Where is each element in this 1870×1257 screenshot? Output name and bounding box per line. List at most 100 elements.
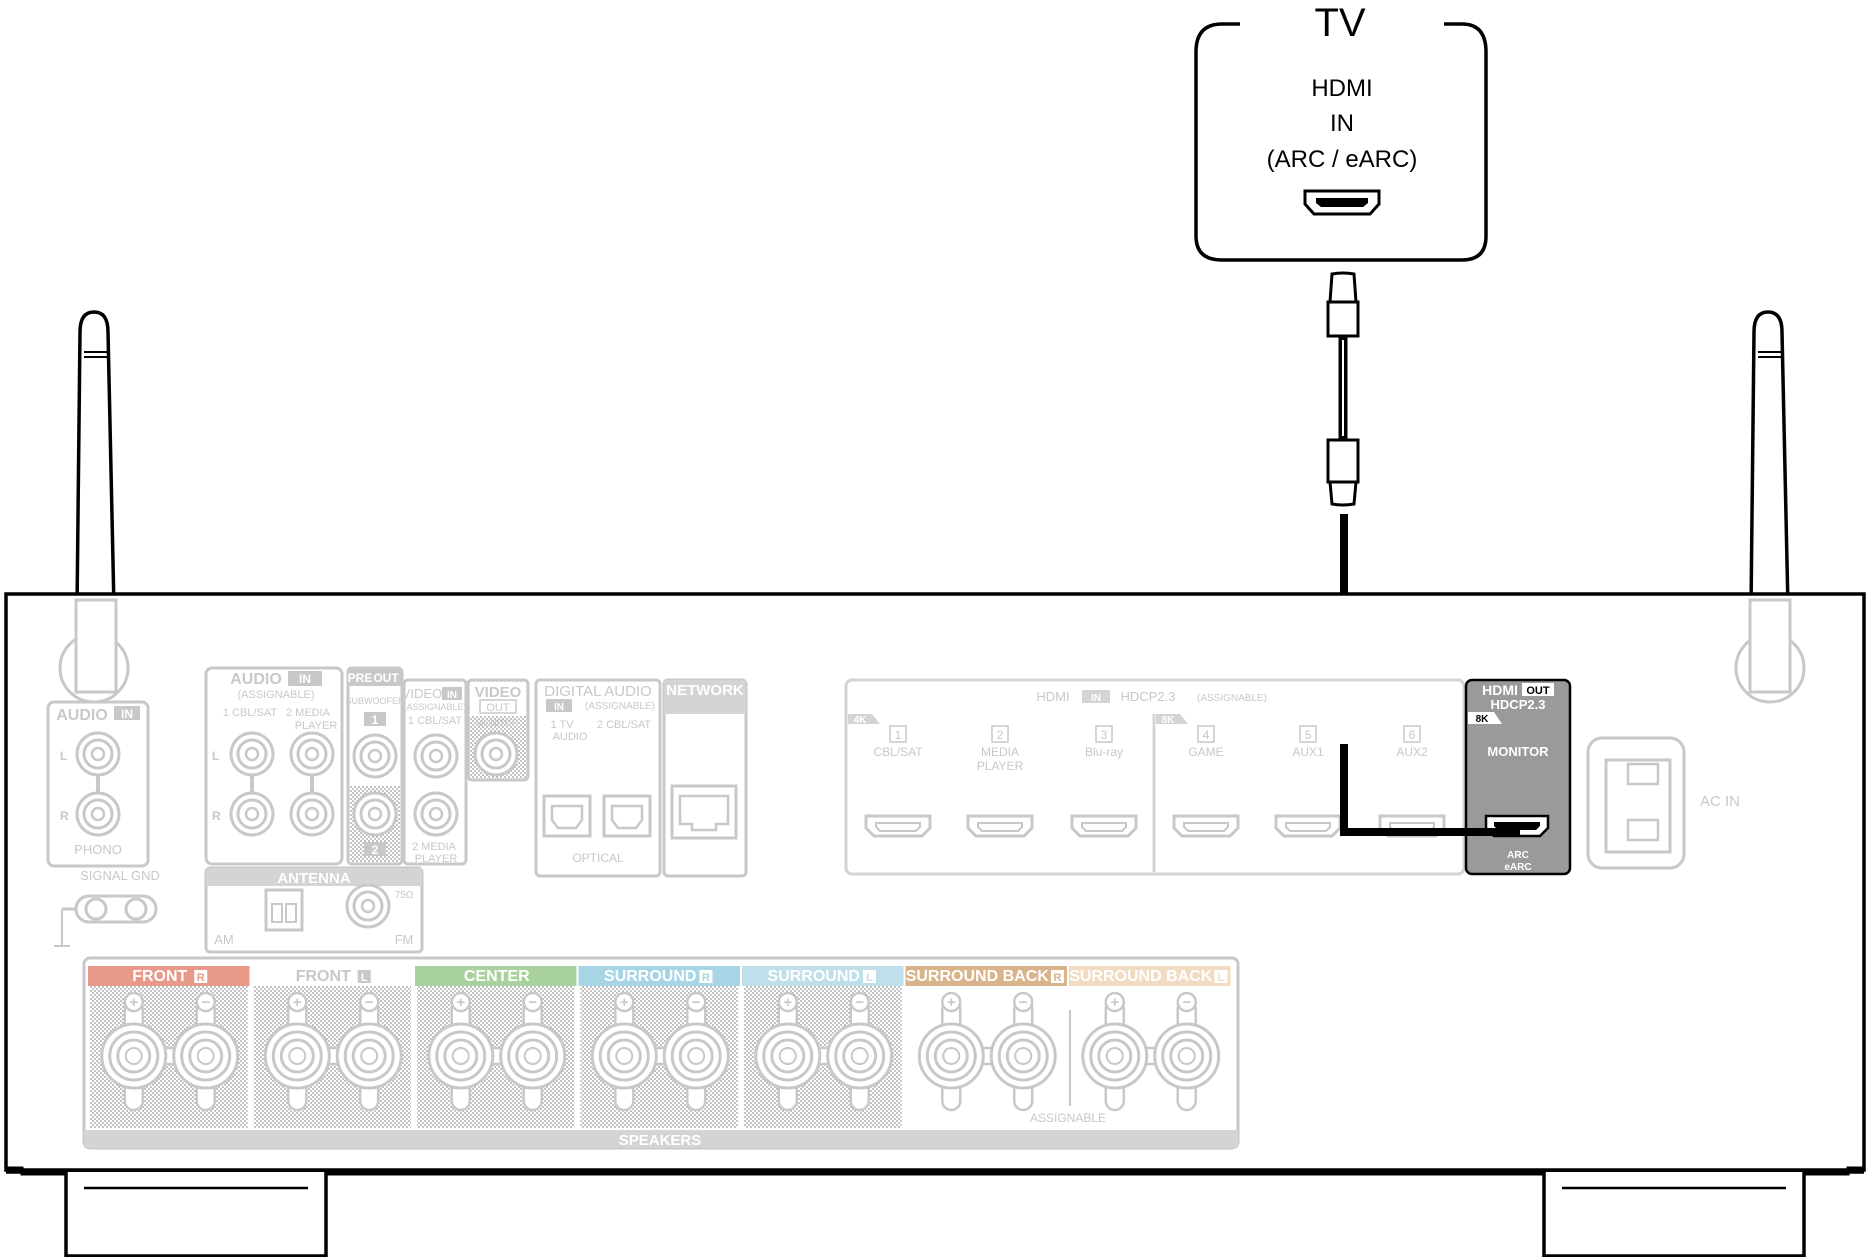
speaker-side-box	[1050, 970, 1064, 983]
digital-audio-title: DIGITAL AUDIO	[544, 683, 652, 700]
speaker-side-label: R	[1053, 972, 1061, 984]
plus-symbol: +	[620, 994, 629, 1011]
pre-out-subwoofer-block: PRE OUT SUBWOOFER 1 2	[345, 666, 405, 866]
optical-label: OPTICAL	[572, 851, 624, 865]
hdmi-in-port-5-num: 5	[1305, 728, 1312, 742]
video-in-bottom-1: 2 MEDIA	[412, 841, 457, 853]
speaker-header-bar	[415, 966, 577, 986]
hdmi-in-port-3-label: Blu-ray	[1085, 745, 1123, 759]
digital-audio-col1-a: 1 TV	[550, 719, 574, 731]
positive-terminal: +	[100, 991, 168, 1112]
network-title: NETWORK	[666, 682, 744, 699]
hdmi-in-port-6-label: AUX2	[1396, 745, 1428, 759]
speaker-side-label: R	[197, 972, 205, 984]
digital-audio-col1-b: AUDIO	[553, 731, 588, 743]
phono-label: PHONO	[74, 842, 122, 857]
optical-port-2	[602, 794, 652, 838]
plus-symbol: +	[783, 994, 792, 1011]
video-in-title: VIDEO	[402, 686, 442, 701]
negative-terminal: −	[499, 991, 567, 1112]
am-terminal	[264, 888, 304, 932]
video-in-col1: 1 CBL/SAT	[408, 715, 462, 727]
audio-in-title: AUDIO	[230, 671, 282, 688]
tv-arc-label: (ARC / eARC)	[1267, 146, 1418, 173]
tv-hdmi-label: HDMI	[1311, 75, 1372, 102]
video-out-title: VIDEO	[475, 684, 522, 701]
phono-in-tag: IN	[121, 707, 133, 721]
speaker-header-bar	[251, 966, 413, 986]
hdmi-in-port-5: 5 AUX1	[1274, 725, 1342, 838]
video-in-block: VIDEO IN (ASSIGNABLE) 1 CBL/SAT 2 MEDIA …	[402, 678, 468, 866]
plus-symbol: +	[947, 994, 956, 1011]
hdmi-out-title: HDMI	[1482, 682, 1518, 698]
negative-terminal: −	[335, 991, 403, 1112]
speaker-header-bar	[88, 966, 250, 986]
minus-symbol: −	[692, 994, 701, 1011]
tv-title: TV	[1314, 1, 1365, 45]
pre-out-tag: OUT	[373, 671, 399, 685]
hdmi-4k-tag: 4K	[854, 715, 868, 726]
right-antenna-base	[1734, 598, 1806, 704]
video-in-tag: IN	[447, 690, 457, 701]
speaker-side-label: L	[866, 972, 873, 984]
hdmi-in-port-2-label-2: PLAYER	[977, 759, 1024, 773]
speaker-side-label: R	[702, 972, 710, 984]
speaker-side-label: L	[1218, 972, 1225, 984]
speaker-group-label: SURROUND	[768, 968, 860, 985]
optical-port-1	[542, 794, 592, 838]
speaker-group-surround-l: SURROUND L + −	[739, 966, 904, 1128]
minus-symbol: −	[201, 994, 210, 1011]
tv-hdmi-port-icon	[1303, 189, 1381, 216]
phono-left-label: L	[60, 749, 67, 763]
audio-in-col1-label: 1 CBL/SAT	[223, 707, 277, 719]
hdmi-out-earc-label: eARC	[1504, 862, 1531, 873]
hdmi-in-port-2: 2 MEDIA PLAYER	[966, 725, 1034, 838]
tv-in-label: IN	[1330, 110, 1354, 137]
speaker-header-bar	[905, 966, 1067, 986]
hdmi-8k-tag: 8K	[1162, 715, 1176, 726]
video-out-monitor: MONITOR	[476, 718, 519, 728]
positive-terminal: +	[917, 991, 985, 1112]
signal-gnd-label: SIGNAL GND	[80, 868, 160, 883]
positive-terminal: +	[427, 991, 495, 1112]
video-in-bottom-2: PLAYER	[415, 853, 458, 865]
digital-audio-assignable: (ASSIGNABLE)	[585, 701, 655, 712]
speaker-group-label: FRONT	[296, 968, 351, 985]
hdmi-in-block: HDMI IN HDCP2.3 (ASSIGNABLE) 4K 8K 1 CBL…	[844, 678, 1466, 876]
negative-terminal: −	[172, 991, 240, 1112]
hdmi-in-title: HDMI	[1036, 689, 1069, 704]
speaker-side-box	[194, 970, 208, 983]
audio-in-assignable-block: AUDIO IN (ASSIGNABLE) 1 CBL/SAT 2 MEDIA …	[204, 666, 344, 866]
minus-symbol: −	[855, 994, 864, 1011]
hdmi-out-block: HDMI OUT HDCP2.3 8K MONITOR ARC eARC	[1464, 678, 1572, 876]
speaker-group-label: FRONT	[132, 968, 187, 985]
positive-terminal: +	[590, 991, 658, 1112]
audio-in-col2-label-b: PLAYER	[295, 720, 338, 732]
speaker-group-front-r: FRONT R + −	[88, 966, 250, 1128]
plus-symbol: +	[293, 994, 302, 1011]
minus-symbol: −	[528, 994, 537, 1011]
video-out-tag: OUT	[486, 702, 510, 714]
positive-terminal: +	[263, 991, 331, 1112]
speaker-side-box	[357, 970, 371, 983]
speakers-label: SPEAKERS	[619, 1132, 702, 1149]
digital-audio-block: DIGITAL AUDIO IN (ASSIGNABLE) 1 TV AUDIO…	[534, 678, 662, 878]
speaker-group-label: SURROUND BACK	[906, 968, 1050, 985]
hdmi-in-port-6: 6 AUX2	[1378, 725, 1446, 838]
ethernet-port	[670, 784, 738, 840]
hdmi-in-port-2-num: 2	[997, 728, 1004, 742]
hdmi-in-port-5-label: AUX1	[1292, 745, 1324, 759]
hdmi-in-port-1-num: 1	[895, 728, 902, 742]
phono-input-block: AUDIO IN L R PHONO	[46, 700, 150, 868]
am-label: AM	[214, 932, 234, 947]
minus-symbol: −	[1019, 994, 1028, 1011]
negative-terminal: −	[989, 991, 1057, 1112]
plus-symbol: +	[129, 994, 138, 1011]
negative-terminal: −	[1153, 991, 1221, 1112]
signal-gnd-terminal: SIGNAL GND	[54, 868, 160, 947]
network-block: NETWORK	[662, 678, 748, 878]
